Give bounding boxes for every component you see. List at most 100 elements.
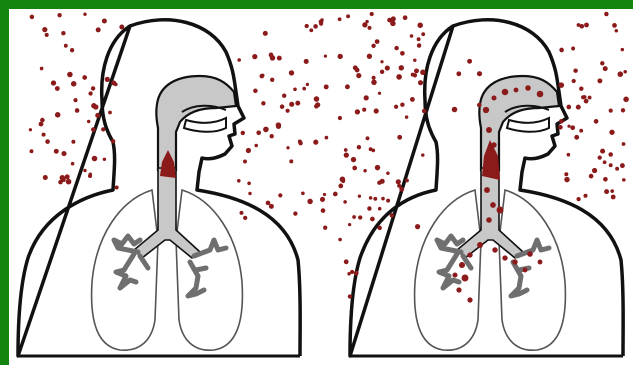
particle-dot xyxy=(375,39,380,44)
particle-dot xyxy=(588,96,592,100)
particle-dot xyxy=(622,178,626,182)
particle-dot xyxy=(276,124,281,129)
particle-dot xyxy=(295,101,300,106)
particle-dot xyxy=(357,145,361,149)
particle-dot xyxy=(351,157,356,162)
particle-dot xyxy=(363,169,366,172)
particle-dot xyxy=(286,146,289,149)
particle-dot xyxy=(581,95,585,99)
particle-dot xyxy=(40,118,45,123)
particle-dot xyxy=(286,109,290,113)
particle-dot xyxy=(352,215,356,219)
particle-dot xyxy=(344,148,348,152)
particle-dot xyxy=(43,175,48,180)
particle-dot xyxy=(537,91,544,98)
particle-dot xyxy=(600,149,605,154)
particle-dot xyxy=(386,172,389,175)
particle-dot xyxy=(577,23,581,27)
particle-dot xyxy=(40,67,44,71)
particle-dot xyxy=(609,130,614,135)
particle-dot xyxy=(576,105,581,110)
particle-dot xyxy=(70,48,74,52)
particle-dot xyxy=(320,18,323,21)
particle-dot xyxy=(610,189,614,193)
particle-dot xyxy=(324,84,329,89)
particle-dot xyxy=(282,93,286,97)
particle-dot xyxy=(252,54,257,59)
particle-dot xyxy=(380,60,383,63)
particle-dot xyxy=(61,151,66,156)
particle-dot xyxy=(42,27,47,32)
particle-dot xyxy=(91,127,96,132)
particle-dot xyxy=(338,116,342,120)
particle-dot xyxy=(243,216,247,220)
particle-dot xyxy=(502,255,507,260)
particle-dot xyxy=(491,142,496,147)
particle-dot xyxy=(618,71,624,77)
particle-dot xyxy=(338,184,343,189)
particle-dot xyxy=(42,133,46,137)
particle-dot xyxy=(611,195,616,200)
particle-dot xyxy=(396,179,401,184)
particle-dot xyxy=(103,158,106,161)
particle-dot xyxy=(584,99,589,104)
particle-dot xyxy=(114,83,118,87)
particle-dot xyxy=(301,191,305,195)
particle-dot xyxy=(355,68,360,73)
particle-dot xyxy=(452,107,458,113)
particle-dot xyxy=(609,163,613,167)
particle-dot xyxy=(484,187,490,193)
particle-dot xyxy=(344,259,349,264)
particle-dot xyxy=(400,51,405,56)
particle-dot xyxy=(29,128,32,131)
particle-dot xyxy=(83,12,86,15)
particle-dot xyxy=(400,103,404,107)
particle-dot xyxy=(512,259,517,264)
particle-dot xyxy=(367,54,372,59)
particle-dot xyxy=(421,32,425,36)
particle-dot xyxy=(417,22,423,28)
particle-dot xyxy=(370,217,375,222)
particle-dot xyxy=(71,140,75,144)
particle-dot xyxy=(623,70,627,74)
particle-dot xyxy=(73,98,77,102)
particle-dot xyxy=(598,155,602,159)
particle-dot xyxy=(477,242,483,248)
particle-dot xyxy=(362,108,366,112)
particle-dot xyxy=(321,208,326,213)
particle-dot xyxy=(248,192,251,195)
particle-dot xyxy=(356,73,361,78)
particle-dot xyxy=(567,125,570,128)
particle-dot xyxy=(421,153,424,156)
particle-dot xyxy=(348,223,351,226)
particle-dot xyxy=(263,127,269,133)
particle-dot xyxy=(45,139,50,144)
particle-dot xyxy=(538,260,543,265)
particle-dot xyxy=(119,25,124,30)
particle-dot xyxy=(261,101,265,105)
particle-dot xyxy=(597,78,602,83)
particle-dot xyxy=(280,104,285,109)
particle-dot xyxy=(604,189,609,194)
particle-dot xyxy=(373,197,377,201)
particle-dot xyxy=(394,105,398,109)
particle-dot xyxy=(269,204,274,209)
particle-dot xyxy=(573,68,577,72)
particle-dot xyxy=(67,72,73,78)
particle-dot xyxy=(371,80,376,85)
particle-dot xyxy=(324,54,327,57)
particle-dot xyxy=(486,217,492,223)
particle-dot xyxy=(270,78,274,82)
particle-dot xyxy=(608,152,613,157)
particle-dot xyxy=(293,211,297,215)
particle-dot xyxy=(320,197,325,202)
particle-dot xyxy=(289,102,294,107)
particle-dot xyxy=(492,247,497,252)
particle-dot xyxy=(241,131,245,135)
particle-dot xyxy=(594,119,599,124)
particle-dot xyxy=(96,27,101,32)
particle-dot xyxy=(514,88,519,93)
particle-dot xyxy=(108,111,112,115)
particle-dot xyxy=(358,195,361,198)
particle-dot xyxy=(413,73,417,77)
